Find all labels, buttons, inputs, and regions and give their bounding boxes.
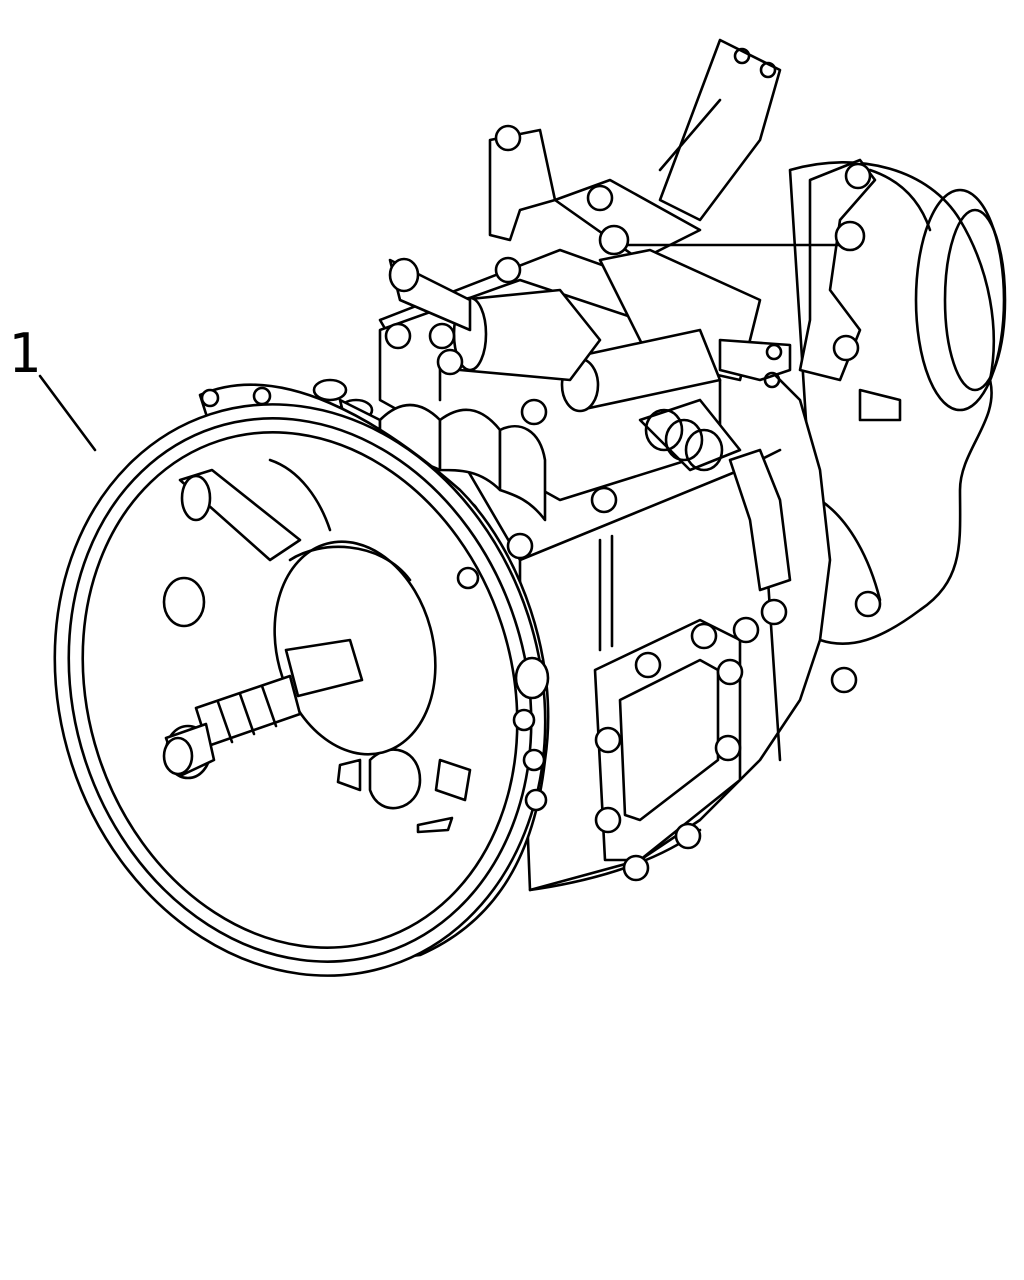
bolt-head: [622, 854, 650, 882]
bolt-head: [594, 806, 622, 834]
callout-label-1: 1: [8, 322, 41, 385]
shift-boot-bellows: [638, 398, 792, 592]
mount-boss: [514, 656, 550, 700]
bolt-head: [690, 622, 718, 650]
input-shaft-pilot-end: [162, 736, 194, 776]
bolt-head: [732, 616, 760, 644]
bolt-head: [594, 726, 622, 754]
bolt-head: [760, 598, 788, 626]
callout-leader-line-1: [38, 374, 97, 452]
mounting-bracket: [488, 38, 782, 242]
dowel-hole: [162, 576, 206, 628]
top-bolts: [384, 124, 882, 694]
bolt-head: [716, 658, 744, 686]
bolt-head: [714, 734, 742, 762]
bolt-head: [634, 651, 662, 679]
side-inspection-cover: [593, 598, 788, 882]
input-shaft: [162, 468, 364, 780]
front-bearing-retainer: [273, 540, 437, 756]
bell-housing-bolts: [200, 386, 550, 812]
shift-rod-linkage: [388, 158, 902, 422]
bolt-head: [674, 822, 702, 850]
